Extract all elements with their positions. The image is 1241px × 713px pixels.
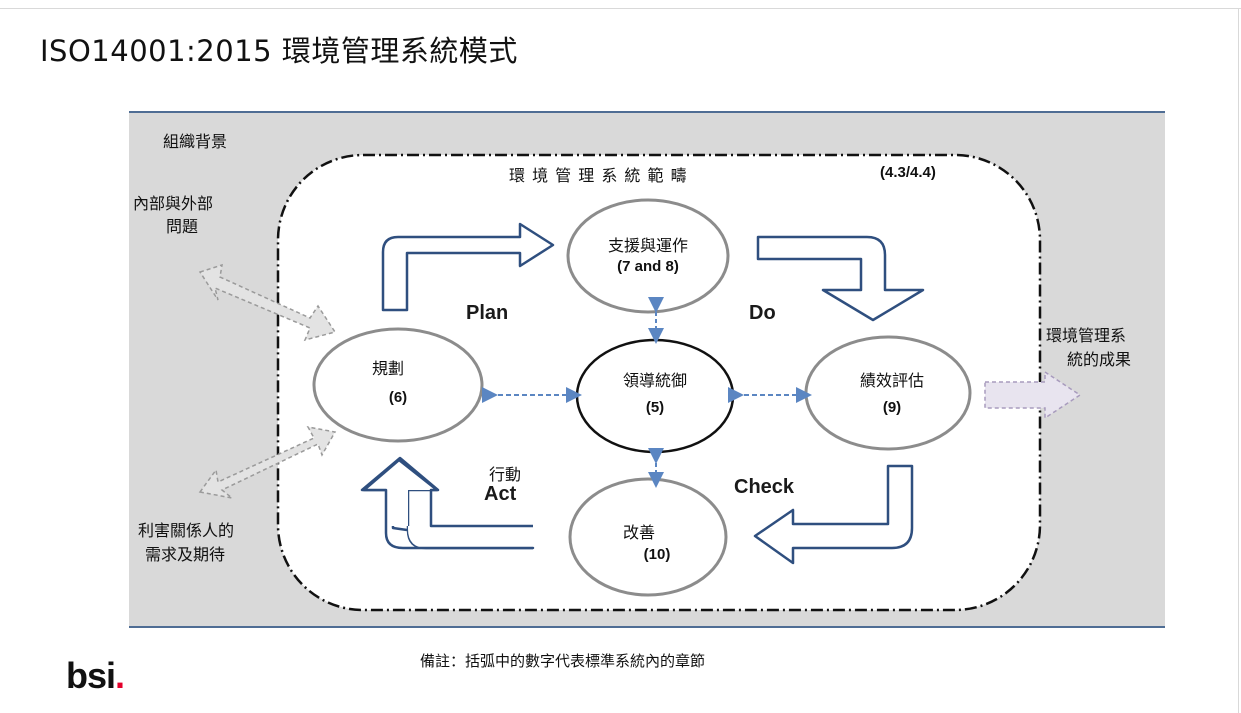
bsi-logo-text: bsi [66,655,116,696]
leadership-node-label: 領導統御 [622,371,687,390]
act-phase-label: Act [484,483,517,505]
issues-label-line1: 內部與外部 [133,194,214,213]
outcome-label-line1: 環境管理系 [1046,326,1127,345]
evaluation-node [804,335,972,451]
do-cycle-arrow [756,235,925,322]
act-phase-label-cn: 行動 [489,465,522,484]
planning-node-ref: (6) [388,389,408,406]
parties-label-line2: 需求及期待 [145,545,226,564]
top-divider [0,8,1241,9]
context-label: 組織背景 [163,132,228,151]
planning-node-label: 規劃 [371,359,404,378]
parties-input-arrow [198,425,337,499]
planning-node [312,327,484,443]
support-operation-node [566,198,730,314]
evaluation-node-label: 績效評估 [859,371,924,390]
support-node-label: 支援與運作 [607,236,688,255]
act-cycle-arrow-outline [362,458,533,550]
improvement-node-label: 改善 [622,523,655,542]
check-cycle-arrow [753,464,914,565]
bsi-logo: bsi. [66,655,125,697]
issues-input-arrow [198,263,337,342]
parties-label-line1: 利害關係人的 [138,521,235,540]
outcome-label-line2: 統的成果 [1067,350,1132,369]
leadership-node-ref: (5) [645,399,665,416]
bsi-logo-dot: . [115,655,125,696]
improvement-node-ref: (10) [643,546,671,563]
leadership-node [575,338,735,454]
scope-label: 環 境 管 理 系 統 範 疇 [509,166,688,185]
do-phase-label: Do [749,302,776,324]
check-phase-label: Check [734,476,795,498]
right-divider [1238,8,1239,713]
plan-cycle-arrow [381,222,555,312]
scope-reference: (4.3/4.4) [880,164,936,181]
page-title: ISO14001:2015 環境管理系統模式 [40,34,518,68]
issues-label-line2: 問題 [166,217,199,236]
plan-phase-label: Plan [466,302,509,324]
evaluation-node-ref: (9) [882,399,902,416]
footnote: 備註：括弧中的數字代表標準系統內的章節 [420,652,706,670]
outcome-output-arrow [984,370,1082,420]
support-node-ref: (7 and 8) [617,258,679,275]
